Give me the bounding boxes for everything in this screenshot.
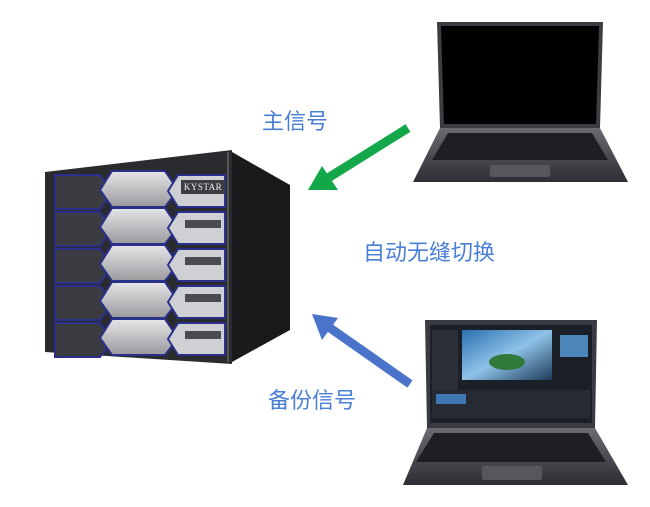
rack-units <box>54 170 226 358</box>
rack-unit-part <box>54 248 114 284</box>
rack-unit-part <box>98 207 180 245</box>
main-signal-arrow <box>308 124 411 190</box>
rack-server-image <box>45 150 290 364</box>
device-logo: KYSTAR <box>181 180 225 194</box>
backup-signal-label: 备份信号 <box>268 389 357 414</box>
auto-switch-label: 自动无缝切换 <box>363 241 496 266</box>
rack-unit-part <box>98 318 180 356</box>
rack-unit-part <box>185 220 221 228</box>
primary-laptop-image <box>413 22 628 182</box>
rack-unit-part <box>98 170 180 208</box>
rack-unit-part <box>54 174 114 210</box>
rack-unit-part <box>185 257 221 265</box>
rack-unit-part <box>54 322 114 358</box>
rack-unit-part <box>54 285 114 321</box>
rack-unit-part <box>185 331 221 339</box>
backup-laptop-image <box>403 320 628 485</box>
rack-unit-part <box>185 294 221 302</box>
rack-unit-part <box>54 211 114 247</box>
backup-signal-arrow <box>312 314 413 388</box>
main-signal-label: 主信号 <box>262 110 329 135</box>
rack-unit-part <box>98 281 180 319</box>
rack-unit-part <box>98 244 180 282</box>
